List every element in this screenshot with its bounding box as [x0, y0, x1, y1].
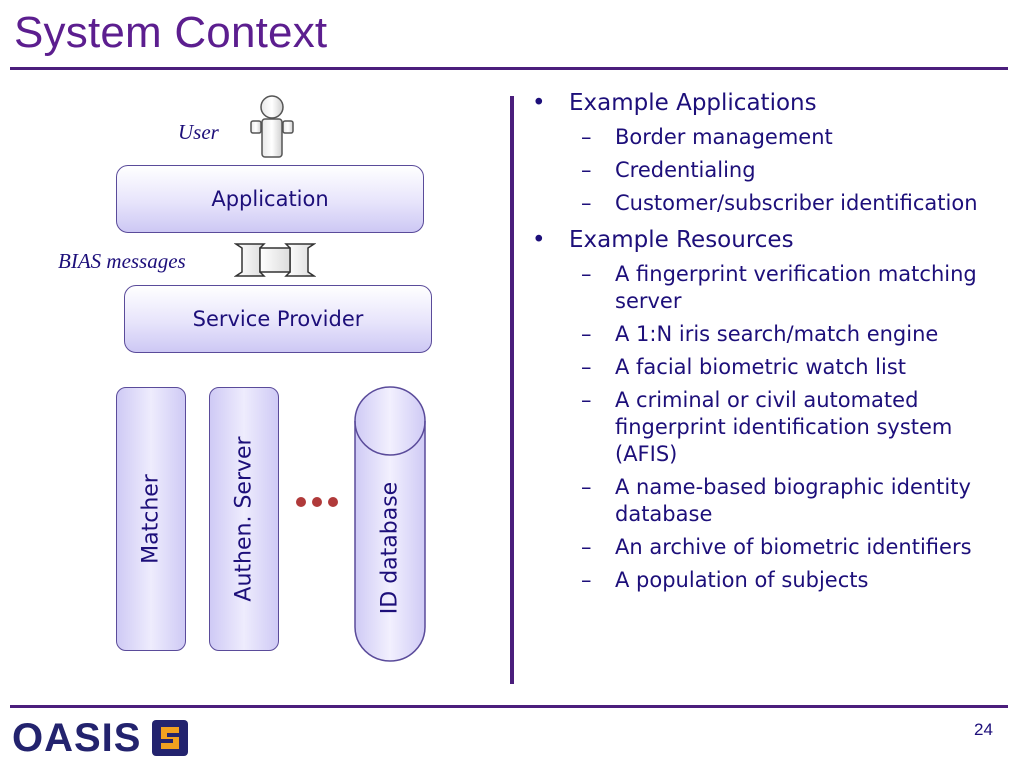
slide-title: System Context — [14, 8, 328, 57]
matcher-label: Matcher — [138, 474, 164, 564]
sub-bullet: –A population of subjects — [581, 568, 869, 592]
footer-rule — [10, 705, 1008, 708]
sub-bullet: –A fingerprint verification matching ser… — [581, 262, 977, 313]
user-icon — [250, 95, 294, 158]
sub-bullet: –A name-based biographic identity databa… — [581, 475, 971, 526]
bullet-example-resources: Example Resources — [532, 225, 1002, 255]
bullet-list: Example Applications –Border management … — [532, 86, 1002, 594]
application-label: Application — [211, 187, 329, 211]
sub-bullet: –Customer/subscriber identification — [581, 191, 978, 215]
matcher-box: Matcher — [116, 387, 186, 651]
bias-messages-label: BIAS messages — [58, 249, 186, 273]
oasis-logo: OASIS — [12, 716, 189, 760]
sub-bullet: –An archive of biometric identifiers — [581, 535, 972, 559]
sub-bullet: –Border management — [581, 125, 833, 149]
database-cylinder-icon — [354, 386, 426, 662]
bullet-example-applications: Example Applications — [532, 88, 1002, 118]
column-divider — [510, 96, 514, 684]
sub-bullet: –A facial biometric watch list — [581, 355, 907, 379]
oasis-logo-mark-icon — [152, 720, 189, 756]
service-provider-box: Service Provider — [124, 285, 432, 353]
oasis-logo-text: OASIS — [12, 716, 142, 760]
page-number: 24 — [974, 720, 993, 739]
authen-server-label: Authen. Server — [231, 436, 257, 602]
authen-server-box: Authen. Server — [209, 387, 279, 651]
user-label: User — [178, 120, 219, 144]
sub-bullet: –A criminal or civil automated fingerpri… — [581, 388, 953, 466]
sub-bullet: –Credentialing — [581, 158, 756, 182]
id-database-label: ID database — [377, 481, 403, 615]
title-underline — [10, 67, 1008, 70]
bidirectional-arrow-icon — [234, 243, 316, 277]
ellipsis-icon — [296, 497, 338, 507]
sub-bullet: –A 1:N iris search/match engine — [581, 322, 939, 346]
service-provider-label: Service Provider — [192, 307, 364, 331]
application-box: Application — [116, 165, 424, 233]
